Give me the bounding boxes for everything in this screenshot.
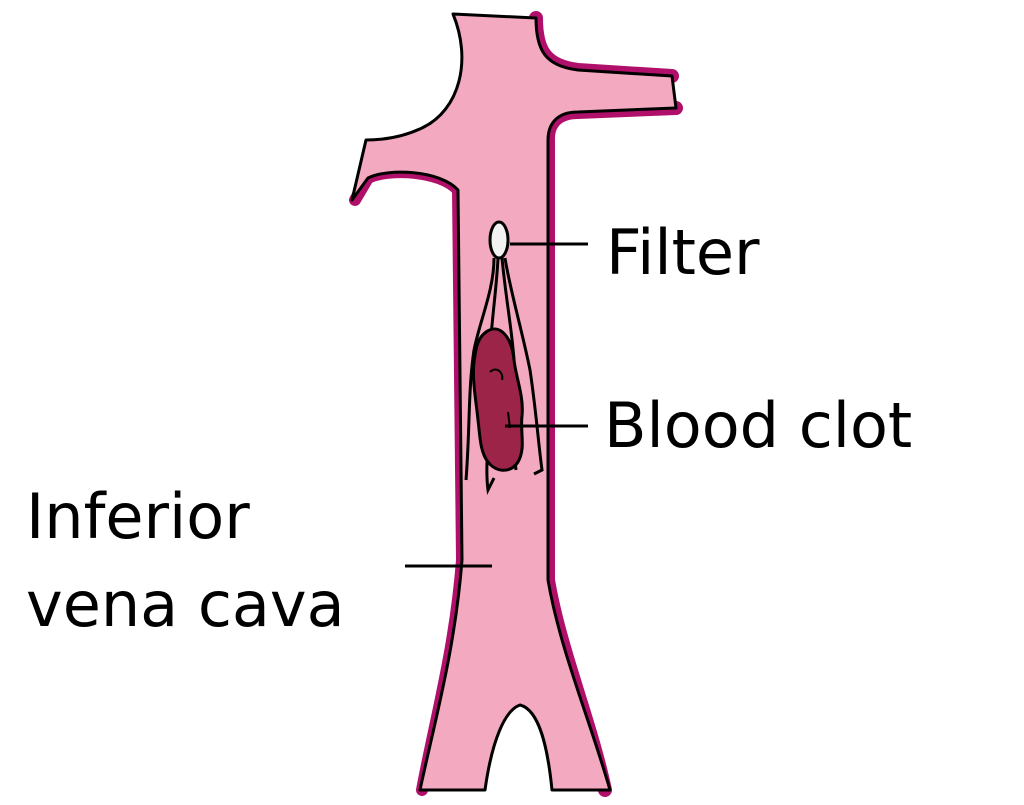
blood-clot-label: Blood clot	[604, 389, 912, 462]
filter-label: Filter	[606, 216, 760, 289]
blood-clot	[472, 327, 524, 472]
filter-cap	[488, 220, 510, 260]
ivc-label-line1: Inferior	[26, 480, 250, 553]
ivc-label-line2: vena cava	[26, 568, 345, 641]
filter-wire-left	[464, 257, 496, 481]
blood-clot-shape	[472, 327, 524, 472]
filter-wire-right	[503, 257, 544, 476]
